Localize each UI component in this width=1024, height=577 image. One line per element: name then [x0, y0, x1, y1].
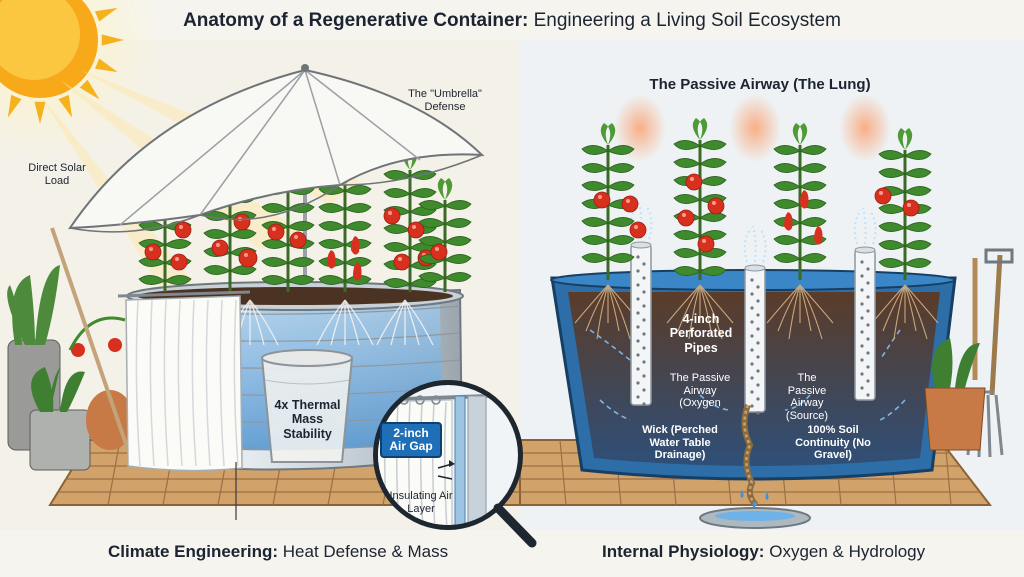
- label-insulating-air-layer: Insulating Air Layer: [388, 490, 454, 515]
- page-title: Anatomy of a Regenerative Container: Eng…: [0, 10, 1024, 32]
- caption-left-bold: Climate Engineering:: [108, 542, 278, 561]
- caption-right-bold: Internal Physiology:: [602, 542, 764, 561]
- label-air-gap: 2-inch Air Gap: [380, 422, 442, 458]
- label-airway-source: The Passive Airway (Source): [777, 372, 837, 423]
- label-direct-solar-load: Direct Solar Load: [22, 162, 92, 187]
- caption-right: Internal Physiology: Oxygen & Hydrology: [602, 542, 925, 562]
- caption-right-rest: Oxygen & Hydrology: [769, 542, 925, 561]
- heading-passive-airway: The Passive Airway (The Lung): [590, 76, 930, 93]
- label-thermal-mass: 4x Thermal Mass Stability: [270, 398, 345, 441]
- label-wick: Wick (Perched Water Table Drainage): [630, 424, 730, 462]
- label-umbrella-defense: The "Umbrella" Defense: [405, 88, 485, 113]
- title-bold: Anatomy of a Regenerative Container:: [183, 10, 528, 31]
- title-rest: Engineering a Living Soil Ecosystem: [534, 10, 841, 31]
- label-perforated-pipes: 4-inch Perforated Pipes: [668, 312, 734, 355]
- label-soil-continuity: 100% Soil Continuity (No Gravel): [790, 424, 876, 462]
- caption-left-rest: Heat Defense & Mass: [283, 542, 448, 561]
- caption-left: Climate Engineering: Heat Defense & Mass: [108, 542, 448, 562]
- heat-vents: [614, 94, 891, 162]
- label-airway-oxygen: The Passive Airway (Oxygen: [668, 372, 732, 410]
